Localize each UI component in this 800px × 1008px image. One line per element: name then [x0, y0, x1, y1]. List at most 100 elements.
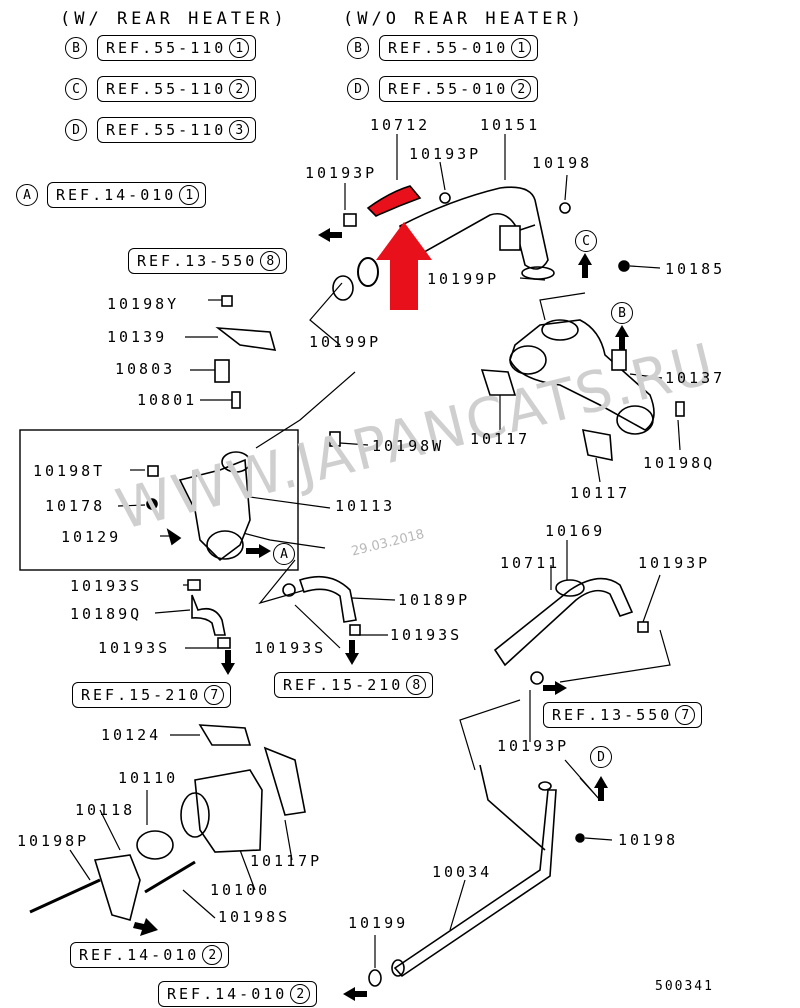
arrow-to-15-210-8 — [345, 640, 359, 665]
ref-num: 1 — [179, 185, 200, 205]
part-10169[interactable]: 10169 — [545, 522, 606, 540]
ref-label: REF.55-010 — [388, 39, 509, 57]
part-10034[interactable]: 10034 — [432, 863, 493, 881]
part-10189p[interactable]: 10189P — [398, 591, 471, 609]
part-10198w[interactable]: 10198W — [372, 437, 445, 455]
ref-label: REF.14-010 — [167, 985, 288, 1003]
ref-label: REF.14-010 — [56, 186, 177, 204]
part-10124[interactable]: 10124 — [101, 726, 162, 744]
callout-d-with: D — [65, 119, 87, 141]
callout-a: A — [273, 543, 295, 565]
part-10113[interactable]: 10113 — [335, 497, 396, 515]
ref-num: 1 — [229, 38, 250, 58]
part-10199p-b[interactable]: 10199P — [309, 333, 382, 351]
thermostat-housing-10113 — [146, 451, 251, 562]
callout-b-without: B — [347, 37, 369, 59]
part-10801[interactable]: 10801 — [137, 391, 198, 409]
part-10198p[interactable]: 10198P — [17, 832, 90, 850]
part-10137[interactable]: 10137 — [665, 369, 726, 387]
arrow-to-14-010-2b — [343, 987, 367, 1001]
part-10193p-b[interactable]: 10193P — [409, 145, 482, 163]
ref-label: REF.13-550 — [137, 252, 258, 270]
part-10712[interactable]: 10712 — [370, 116, 431, 134]
part-10117p[interactable]: 10117P — [250, 852, 323, 870]
ref-label: REF.15-210 — [81, 686, 202, 704]
hose-10712 — [343, 185, 451, 227]
ref-num: 2 — [511, 79, 532, 99]
part-10198q[interactable]: 10198Q — [643, 454, 716, 472]
ref-num: 7 — [675, 705, 696, 725]
ref-num: 2 — [229, 79, 250, 99]
arrow-to-15-210-7 — [221, 650, 235, 675]
water-pipe-10151 — [332, 186, 630, 301]
part-10193p-c[interactable]: 10193P — [638, 554, 711, 572]
ref-num: 8 — [406, 675, 427, 695]
arrow-to-b — [615, 325, 629, 350]
callout-d-without: D — [347, 78, 369, 100]
part-10139[interactable]: 10139 — [107, 328, 168, 346]
part-10193p-d[interactable]: 10193P — [497, 737, 570, 755]
part-10198y[interactable]: 10198Y — [107, 295, 180, 313]
inlet-10100 — [29, 724, 585, 921]
ref-num: 1 — [511, 38, 532, 58]
ref-label: REF.55-110 — [106, 121, 227, 139]
arrow-to-c — [578, 253, 592, 278]
part-10199[interactable]: 10199 — [348, 914, 409, 932]
part-10198s[interactable]: 10198S — [218, 908, 291, 926]
arrow-to-13-550-7 — [543, 681, 567, 695]
arrow-to-d — [594, 776, 608, 801]
part-10185[interactable]: 10185 — [665, 260, 726, 278]
callout-a-ref: A — [16, 184, 38, 206]
part-10117-b[interactable]: 10117 — [570, 484, 631, 502]
part-10193s-c[interactable]: 10193S — [98, 639, 171, 657]
callout-b-with: B — [65, 37, 87, 59]
part-10199p-a[interactable]: 10199P — [427, 270, 500, 288]
part-10110[interactable]: 10110 — [118, 769, 179, 787]
pipe-10711 — [493, 577, 649, 685]
part-10198t[interactable]: 10198T — [33, 462, 106, 480]
part-10711[interactable]: 10711 — [500, 554, 561, 572]
arrow-to-14-010-2a — [133, 918, 158, 936]
ref-label: REF.55-110 — [106, 39, 227, 57]
ref-num: 7 — [204, 685, 225, 705]
part-10198-a[interactable]: 10198 — [532, 154, 593, 172]
part-10193s-b[interactable]: 10193S — [390, 626, 463, 644]
highlight-arrow — [376, 222, 432, 310]
pipe-10034 — [368, 764, 557, 987]
hoses-10189 — [187, 575, 361, 649]
part-10193s-a[interactable]: 10193S — [70, 577, 143, 595]
part-10151[interactable]: 10151 — [480, 116, 541, 134]
part-10189q[interactable]: 10189Q — [70, 605, 143, 623]
ref-num: 8 — [260, 251, 281, 271]
ref-num: 2 — [202, 945, 223, 965]
part-10198-b[interactable]: 10198 — [618, 831, 679, 849]
water-outlet-10137 — [480, 319, 685, 462]
part-10118[interactable]: 10118 — [75, 801, 136, 819]
part-10178[interactable]: 10178 — [45, 497, 106, 515]
part-10100[interactable]: 10100 — [210, 881, 271, 899]
part-10193p-a[interactable]: 10193P — [305, 164, 378, 182]
part-10193s-d[interactable]: 10193S — [254, 639, 327, 657]
ref-label: REF.13-550 — [552, 706, 673, 724]
part-10129[interactable]: 10129 — [61, 528, 122, 546]
ref-label: REF.55-010 — [388, 80, 509, 98]
flow-arrows — [133, 228, 629, 1001]
part-10803[interactable]: 10803 — [115, 360, 176, 378]
header-without-rear-heater: (W/O REAR HEATER) — [343, 9, 585, 29]
arrow-to-a — [246, 544, 271, 558]
part-10117-a[interactable]: 10117 — [470, 430, 531, 448]
